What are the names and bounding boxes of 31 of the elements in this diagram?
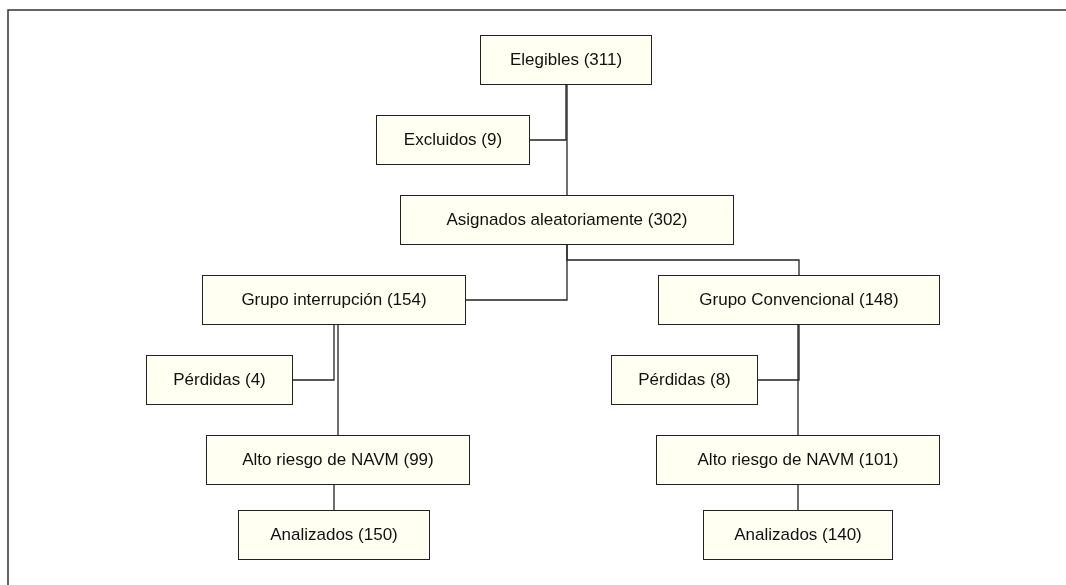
process-box [656,435,940,485]
connector-line [529,84,567,141]
connector-line [797,324,799,436]
process-box [400,195,734,245]
box-label: Pérdidas (4) [173,370,266,390]
connector-line [566,244,800,276]
connector-line [757,324,800,381]
process-box [376,115,530,165]
process-box [703,510,893,560]
connector-line [333,484,335,511]
box-label: Grupo Convencional (148) [699,290,899,310]
connector-line [292,324,335,381]
connector-line [797,484,799,511]
process-box [146,355,293,405]
box-label: Alto riesgo de NAVM (99) [242,450,434,470]
connector-line [337,324,339,436]
process-box [202,275,466,325]
box-label: Analizados (140) [734,525,862,545]
process-box [480,35,652,85]
box-label: Elegibles (311) [509,50,623,70]
process-box [611,355,758,405]
process-box [238,510,430,560]
box-label: Alto riesgo de NAVM (101) [697,450,899,470]
process-box [658,275,940,325]
box-label: Pérdidas (8) [638,370,731,390]
process-box [206,435,470,485]
box-label: Excluidos (9) [403,130,503,150]
box-label: Analizados (150) [270,525,398,545]
box-label: Grupo interrupción (154) [241,290,427,310]
box-label: Asignados aleatoriamente (302) [446,210,688,230]
connector-line [566,84,568,196]
